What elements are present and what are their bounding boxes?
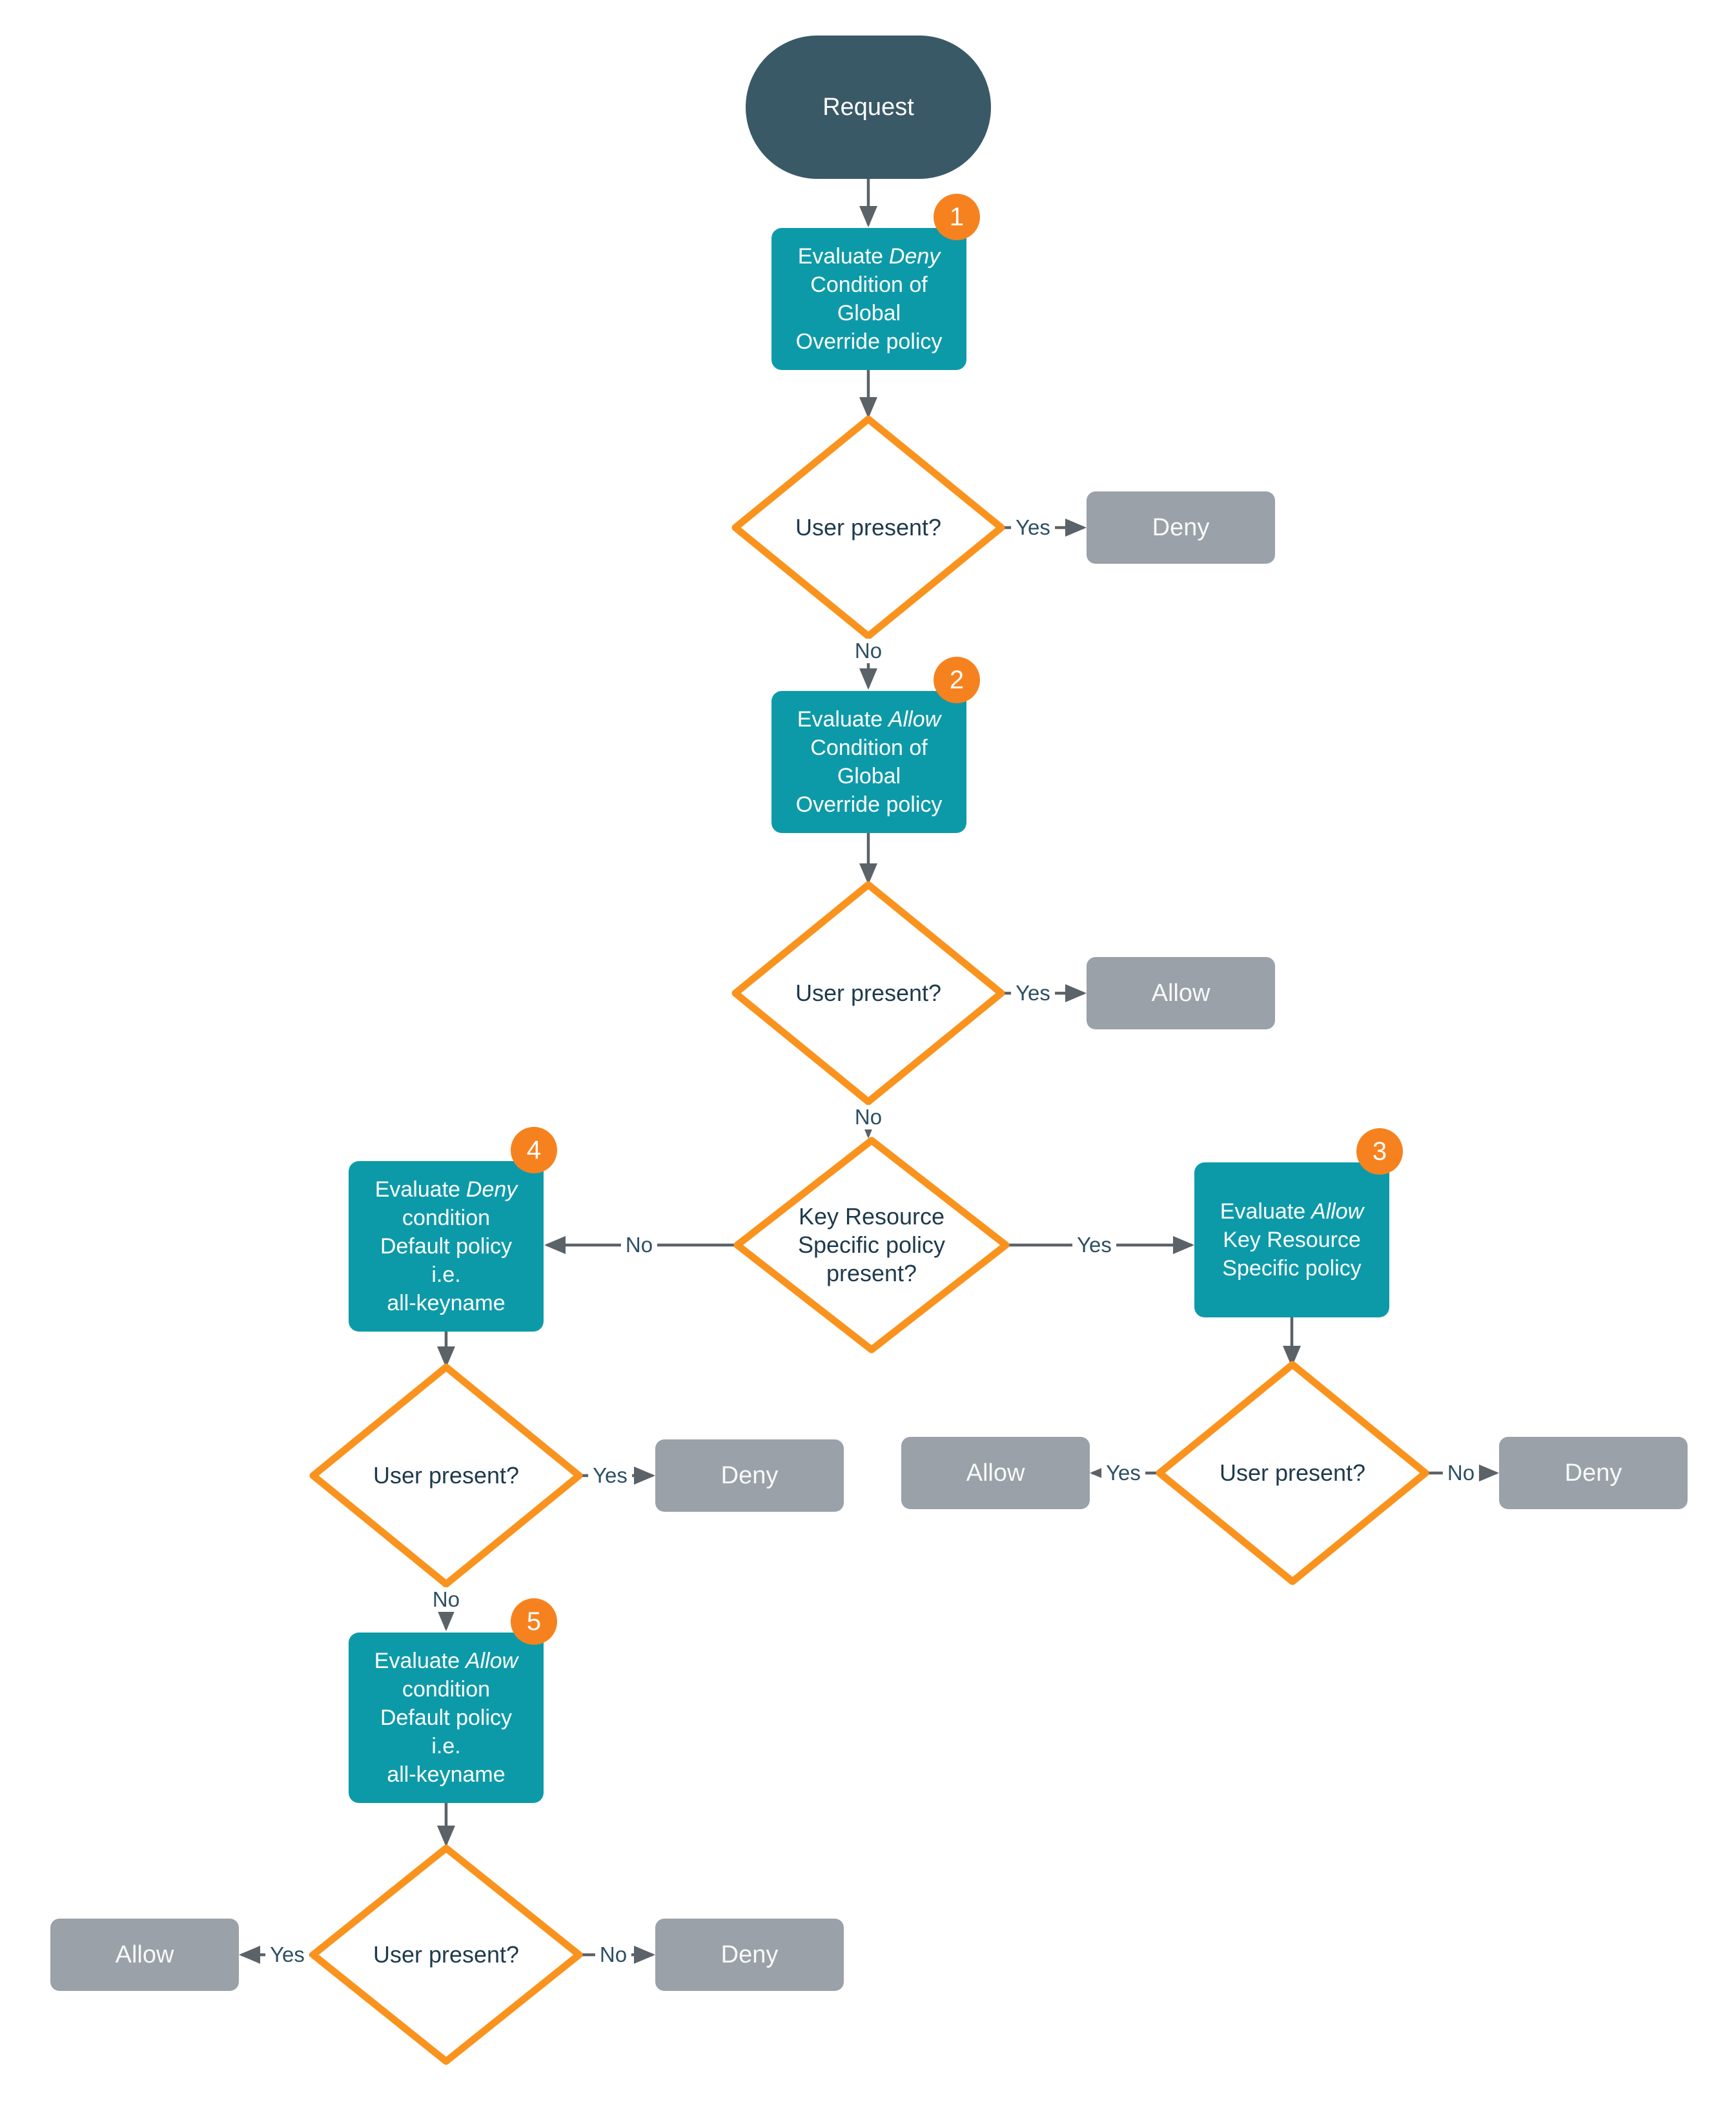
edge-label-no: No [850,1105,887,1129]
step5-line4: i.e. [431,1734,461,1758]
edge-label-yes: Yes [265,1942,309,1967]
terminal-allow-3: Allow [50,1919,239,1991]
decision4-question: User present? [373,1462,520,1489]
decision2-user-present-diamond [731,881,1005,1106]
start-node-request: Request [746,36,991,179]
step1-line4: Override policy [795,329,943,354]
edge-label-yes: Yes [1072,1233,1116,1257]
edge-label-yes: Yes [1011,515,1055,540]
terminal-deny-2: Deny [655,1439,844,1512]
terminal-allow-1: Allow [1087,957,1275,1029]
edge-label-no: No [850,639,887,663]
step1-line3: Global [837,301,901,325]
edge-label-yes: Yes [1101,1461,1145,1485]
step3-line3: Specific policy [1222,1256,1362,1281]
step2-line3: Global [837,764,901,788]
step2-line2: Condition of [810,736,928,760]
decision5-question: User present? [373,1941,520,1968]
terminal-deny-4: Deny [655,1919,844,1991]
step3-badge: 3 [1356,1128,1403,1175]
edge-label-yes: Yes [1011,981,1055,1005]
step3-line2: Key Resource [1223,1228,1361,1252]
terminal-deny-1: Deny [1087,491,1275,564]
step1-badge: 1 [934,194,980,240]
decision-key-resource-diamond [733,1137,1010,1354]
terminal-allow-2: Allow [901,1437,1090,1509]
step4-badge: 4 [511,1127,557,1173]
step2-line4: Override policy [795,792,943,817]
step5-line3: Default policy [380,1705,513,1730]
decision2-question: User present? [795,980,942,1006]
step4-line3: Default policy [380,1234,513,1259]
start-node-label: Request [822,93,914,121]
decision3-user-present-diamond [1156,1361,1429,1585]
terminal-deny-3: Deny [1499,1437,1688,1509]
step5-badge: 5 [511,1598,557,1645]
decision4-user-present-diamond [309,1363,583,1588]
step4-line5: all-keyname [387,1291,505,1315]
decision3-question: User present? [1219,1459,1366,1486]
step1-line2: Condition of [810,273,928,297]
step5-line5: all-keyname [387,1762,505,1787]
edge-label-no: No [1442,1461,1480,1485]
decision-key-resource-question: Key Resource Specific policy present? [797,1203,946,1286]
step2-badge: 2 [934,657,980,703]
decision5-user-present-diamond [309,1844,583,2065]
decision1-user-present-diamond [731,415,1005,640]
edge-label-no: No [427,1587,465,1612]
step5-line2: condition [402,1677,491,1702]
step4-line2: condition [402,1206,491,1230]
edge-label-no: No [620,1233,658,1257]
decision1-question: User present? [795,514,942,541]
edge-label-yes: Yes [588,1463,632,1488]
edge-label-no: No [595,1942,632,1967]
step4-line4: i.e. [431,1262,461,1287]
